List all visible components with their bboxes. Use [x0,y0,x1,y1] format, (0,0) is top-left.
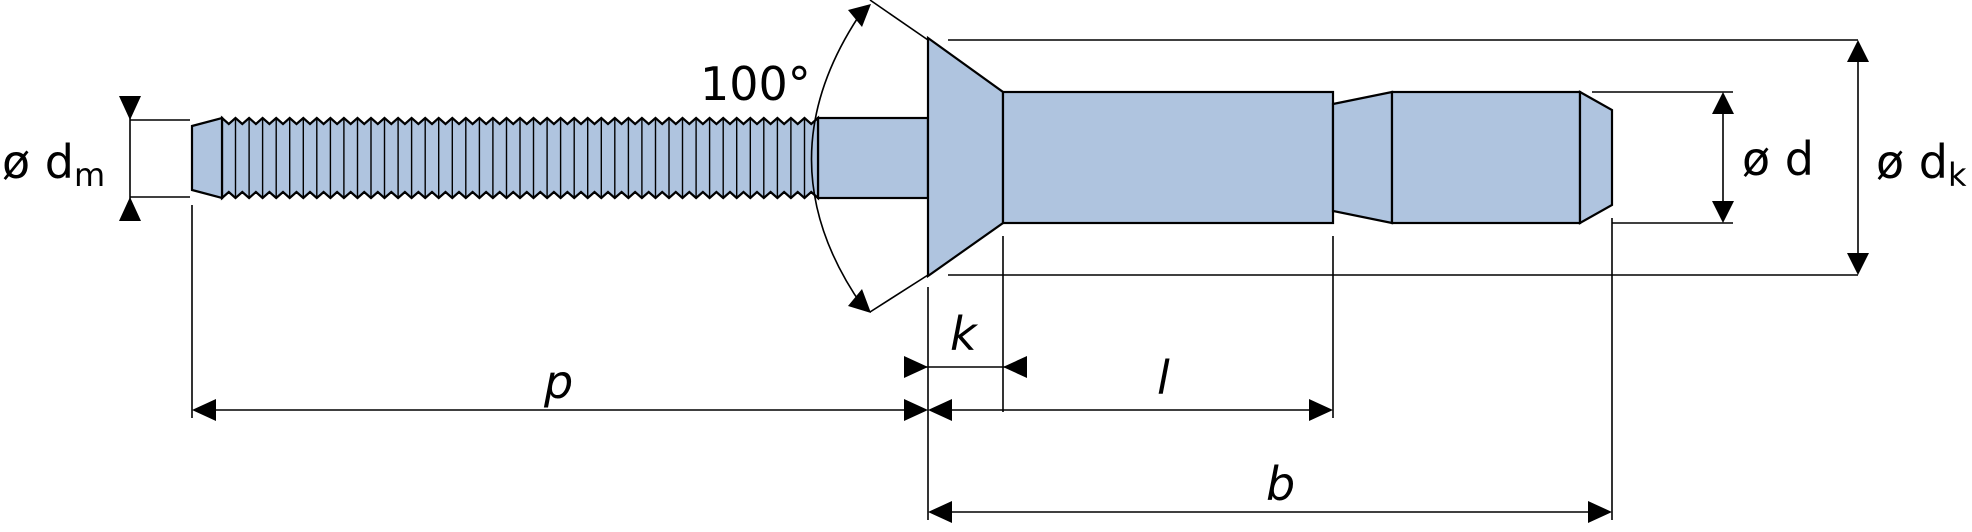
b-label: b [1266,457,1295,511]
l-label: l [1157,351,1170,405]
rivet-sleeve [1390,90,1582,225]
extension-lines [130,0,1858,520]
mandrel [190,115,930,201]
head-diameter-label: ø dk [1876,135,1967,194]
rivet-shank [1001,90,1335,225]
p-label: p [543,355,573,409]
angle-dimension [810,4,871,313]
rivet-waist [1331,90,1394,225]
dimension-lines [119,40,1869,523]
rivet-chamfer [1578,90,1614,225]
angle-label: 100° [700,57,811,111]
rivet-head [926,35,1005,279]
mandrel-neck [816,116,930,200]
rivet-body [1001,90,1614,225]
rivet-diameter-label: ø d [1742,132,1814,186]
k-label: k [950,307,979,361]
mandrel-diameter-label: ø dm [2,135,105,194]
mandrel-tip [190,116,224,200]
thread-crest-lines [234,118,806,198]
